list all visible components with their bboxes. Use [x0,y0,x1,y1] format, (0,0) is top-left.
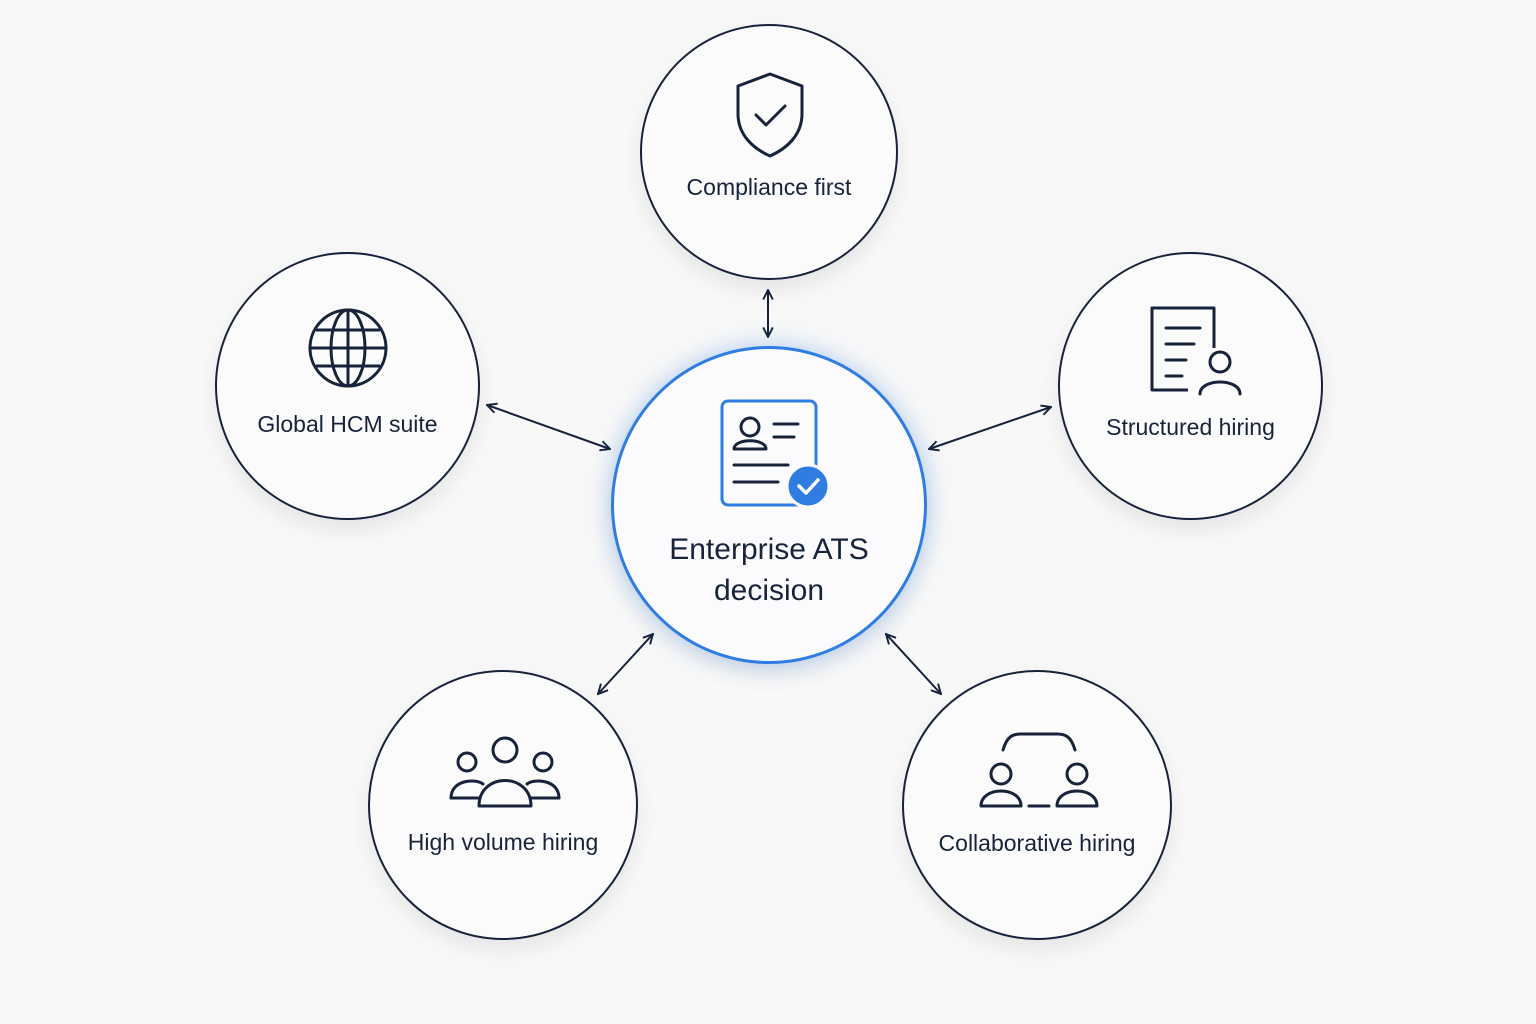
collaborating-people-icon [979,732,1099,808]
node-compliance-label: Compliance first [686,174,852,200]
center-node-label: Enterprise ATS decision [669,533,869,607]
node-structured-hiring: Structured hiring [1058,252,1323,520]
document-person-icon [1150,306,1242,396]
connector-volume [598,634,653,694]
node-collab-label: Collaborative hiring [938,830,1136,856]
node-volume-label: High volume hiring [407,829,599,855]
node-global-hcm-suite: Global HCM suite [215,252,480,520]
globe-icon [308,308,388,388]
center-node: Enterprise ATS decision [611,346,927,664]
connector-structured [929,407,1051,449]
connector-global [487,405,610,449]
node-collaborative-hiring: Collaborative hiring [902,670,1172,940]
candidate-profile-check-icon [720,399,831,509]
shield-check-icon [736,72,804,158]
node-compliance-first: Compliance first [640,24,898,280]
node-high-volume-hiring: High volume hiring [368,670,638,940]
node-global-label: Global HCM suite [257,411,438,437]
connector-collab [886,634,941,694]
node-structured-label: Structured hiring [1106,414,1275,440]
group-people-icon [449,736,561,808]
